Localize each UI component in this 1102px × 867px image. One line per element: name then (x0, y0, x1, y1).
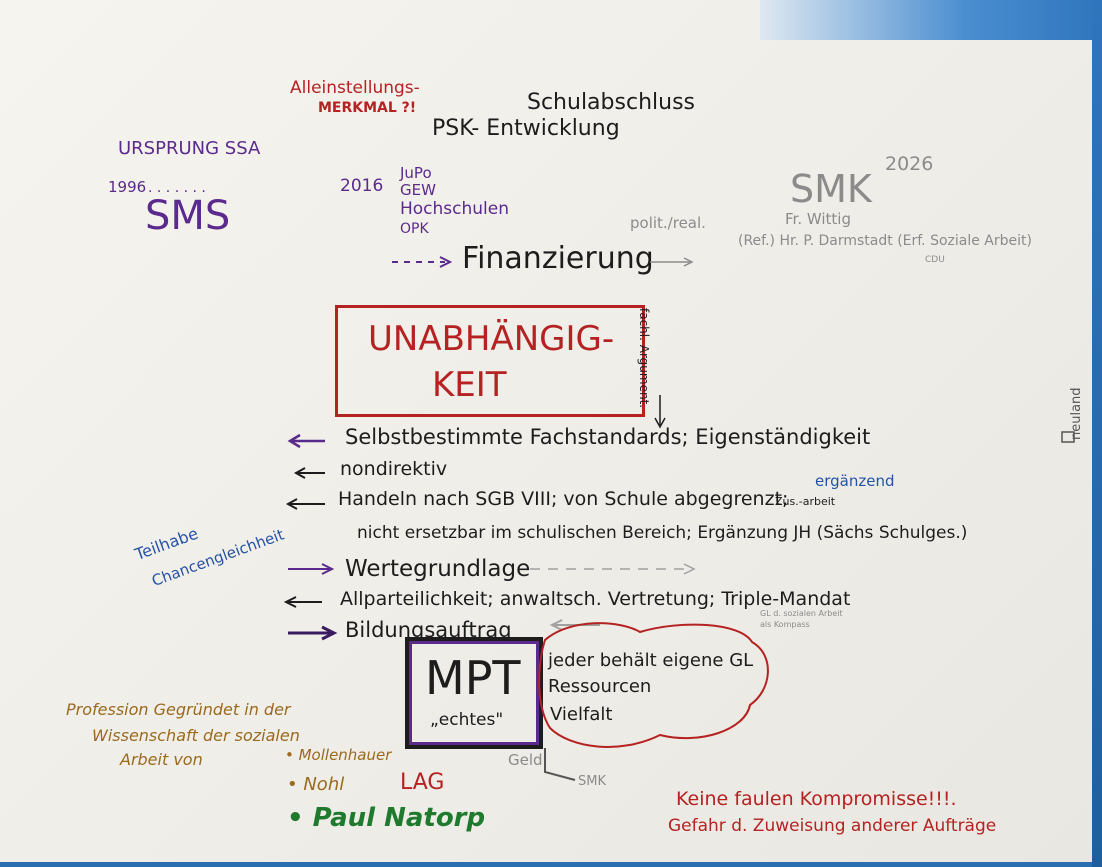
wittig-text: Fr. Wittig (785, 210, 851, 228)
dots-1996: . . . . . . . (148, 180, 206, 196)
smk-text: SMK (790, 167, 872, 211)
nohl-text: • Nohl (287, 774, 345, 795)
alleinstellung-text: Alleinstellungs- (290, 78, 420, 98)
arrow-left-2-head (293, 467, 306, 479)
line-fachstandards: Selbstbestimmte Fachstandards; Eigenstän… (345, 425, 871, 449)
dashed-arrow-head (439, 256, 453, 268)
cloud-line1: jeder behält eigene GL (548, 650, 754, 671)
arrow-left-allpart-head (283, 596, 297, 608)
hochschulen-text: Hochschulen (400, 199, 510, 219)
mpt-text: MPT (425, 651, 521, 705)
merkmal-text: MERKMAL ?! (318, 100, 417, 116)
year-2026: 2026 (885, 153, 934, 175)
line-wertegrundlage: Wertegrundlage (345, 556, 531, 582)
unabhaengigkeit-line2: KEIT (432, 365, 507, 405)
line-nicht-ersetzbar: nicht ersetzbar im schulischen Bereich; … (357, 523, 968, 543)
psk-text: PSK- Entwicklung (432, 116, 620, 141)
arrow-down-fachl-head (654, 417, 666, 429)
schulabschluss-text: Schulabschluss (527, 90, 695, 115)
ursprung-text: URSPRUNG SSA (118, 138, 261, 159)
lag-text: LAG (400, 770, 445, 795)
background-edge (1092, 0, 1102, 867)
finanzierung-text: Finanzierung (462, 241, 654, 276)
resources-cloud (538, 622, 769, 748)
cloud-line2: Ressourcen (548, 676, 652, 697)
keine-kompromisse-text: Keine faulen Kompromisse!!!. (676, 788, 957, 810)
arrow-left-1-head (287, 433, 301, 449)
opk-text: OPK (400, 221, 429, 237)
unabhaengigkeit-box (335, 305, 645, 417)
unabhaengigkeit-line1: UNABHÄNGIG- (368, 319, 615, 359)
arrow-to-bildung-head (549, 619, 563, 631)
cdu-text: CDU (925, 255, 945, 265)
line-allparteilichkeit: Allparteilichkeit; anwaltsch. Vertretung… (340, 588, 851, 610)
gew-text: GEW (400, 181, 436, 199)
echtes-text: „echtes" (430, 710, 504, 730)
geld-text: Geld (508, 751, 543, 769)
zusarbeit-text: Zus.-arbeit (775, 495, 836, 508)
arrow-finanzierung-right-head (683, 257, 694, 267)
arrow-left-3-head (285, 498, 298, 510)
mollenhauer-text: • Mollenhauer (285, 746, 392, 764)
dashed-arrow-werte-head (683, 563, 696, 575)
profession-line2: Wissenschaft der sozialen (92, 726, 300, 745)
jupo-text: JuPo (400, 164, 432, 182)
year-1996: 1996 (108, 178, 147, 196)
ergaenzend-text: ergänzend (815, 472, 895, 490)
smk-small-text: SMK (578, 774, 606, 789)
arrow-right-bildung-head (321, 625, 338, 641)
darmstadt-text: (Ref.) Hr. P. Darmstadt (Erf. Soziale Ar… (738, 233, 1032, 249)
cloud-line3: Vielfalt (550, 704, 613, 725)
neuland-mark (1061, 431, 1075, 443)
arrow-right-werte-head (321, 563, 335, 575)
gl-kompass-text: GL d. sozialen Arbeit als Kompass (760, 609, 843, 630)
profession-line3: Arbeit von (120, 750, 203, 769)
polit-real-text: polit./real. (630, 214, 706, 232)
natorp-text: • Paul Natorp (287, 803, 486, 833)
profession-line1: Profession Gegründet in der (66, 700, 291, 719)
year-2016: 2016 (340, 176, 384, 196)
geld-smk-connector (544, 748, 576, 781)
line-nondirektiv: nondirektiv (340, 458, 448, 480)
line-sgb: Handeln nach SGB VIII; von Schule abgegr… (338, 488, 789, 510)
mpt-box (405, 637, 543, 749)
gefahr-text: Gefahr d. Zuweisung anderer Aufträge (668, 816, 997, 836)
background-corner (760, 0, 1102, 40)
line-bildungsauftrag: Bildungsauftrag (345, 618, 512, 642)
sms-text: SMS (145, 193, 231, 239)
